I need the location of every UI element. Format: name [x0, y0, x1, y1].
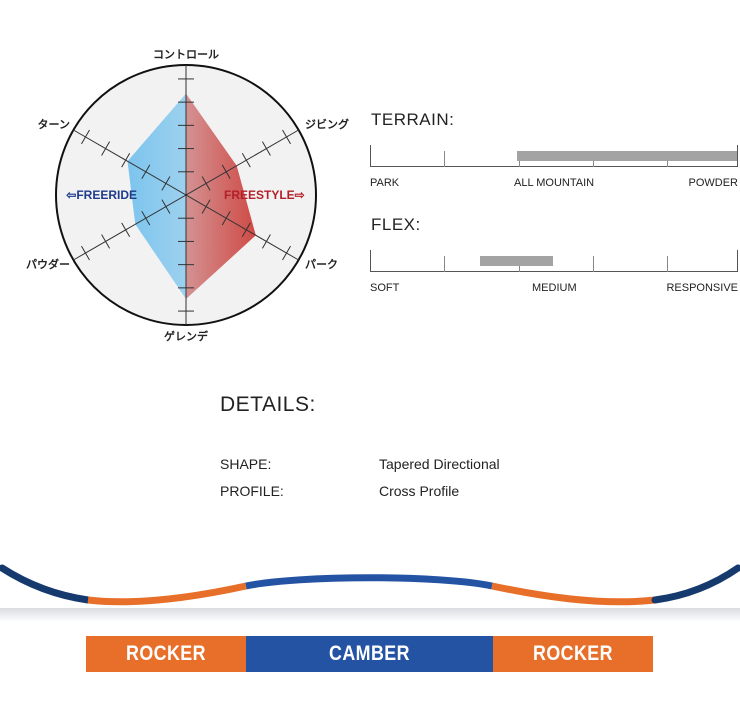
- detail-profile-value: Cross Profile: [379, 483, 460, 499]
- freeride-label: ⇦FREERIDE: [65, 188, 137, 202]
- terrain-tick: [737, 145, 738, 167]
- profile-segment-rocker-left: ROCKER: [86, 636, 246, 672]
- axis-label-lower-right: パーク: [305, 258, 338, 271]
- terrain-label-all-mountain: ALL MOUNTAIN: [514, 177, 595, 189]
- profile-label-rocker-right: ROCKER: [533, 642, 613, 665]
- terrain-tick: [444, 151, 445, 167]
- ability-radar-chart: コントロール ジビング パーク ゲレンデ パウダー ターン ⇦FREERIDE …: [26, 48, 349, 343]
- radar-tick: [282, 245, 291, 261]
- profile-label-camber: CAMBER: [329, 642, 410, 665]
- axis-label-upper-right: ジビング: [305, 117, 349, 131]
- flex-title: FLEX:: [371, 215, 421, 234]
- radar-tick: [161, 199, 171, 214]
- terrain-label-park: PARK: [370, 177, 400, 189]
- flex-scale: [370, 250, 738, 272]
- detail-shape-key: SHAPE:: [220, 456, 272, 472]
- flex-label-responsive: RESPONSIVE: [666, 282, 738, 294]
- radar-tick: [201, 199, 211, 214]
- terrain-scale: [370, 145, 738, 167]
- radar-tick: [282, 129, 291, 145]
- radar-tick: [141, 211, 151, 226]
- radar-tick: [101, 141, 111, 156]
- profile-label-rocker-left: ROCKER: [126, 642, 206, 665]
- axis-label-top: コントロール: [153, 48, 219, 61]
- radar-tick: [81, 129, 90, 145]
- radar-tick: [161, 176, 171, 191]
- axis-label-bottom: ゲレンデ: [164, 329, 209, 343]
- radar-axis-line: [73, 129, 299, 261]
- board-profile-illustration: [0, 564, 740, 622]
- axis-label-lower-left: パウダー: [26, 257, 70, 271]
- radar-tick: [81, 245, 90, 261]
- flex-tick: [667, 256, 668, 272]
- terrain-range-bar: [516, 151, 737, 161]
- board-rocker-left: [87, 582, 247, 606]
- flex-tick: [370, 250, 371, 272]
- radar-tick: [261, 141, 271, 156]
- detail-profile-key: PROFILE:: [220, 483, 284, 499]
- profile-segment-rocker-right: ROCKER: [493, 636, 653, 672]
- radar-area-freestyle: [186, 93, 256, 299]
- flex-label-soft: SOFT: [370, 282, 400, 294]
- board-rocker-right: [491, 582, 656, 606]
- terrain-title: TERRAIN:: [371, 110, 455, 129]
- board-ground-shadow: [0, 608, 740, 622]
- flex-tick: [444, 256, 445, 272]
- radar-tick: [101, 234, 111, 249]
- detail-shape-value: Tapered Directional: [379, 456, 500, 472]
- radar-area-freeride: [127, 93, 186, 299]
- profile-segment-camber: CAMBER: [246, 636, 493, 672]
- flex-range-bar: [480, 256, 554, 266]
- axis-label-upper-left: ターン: [38, 118, 70, 131]
- board-tip-left: [0, 564, 92, 604]
- flex-tick: [593, 256, 594, 272]
- radar-tick: [241, 222, 251, 237]
- terrain-tick: [370, 145, 371, 167]
- board-camber: [245, 574, 493, 590]
- radar-tick: [221, 164, 231, 179]
- board-tip-right: [651, 564, 740, 604]
- freestyle-label: FREESTYLE⇨: [224, 188, 305, 202]
- flex-baseline: [370, 271, 738, 272]
- radar-tick: [121, 222, 131, 237]
- details-title: DETAILS:: [220, 393, 316, 416]
- flex-tick: [737, 250, 738, 272]
- radar-tick: [201, 176, 211, 191]
- radar-tick: [241, 153, 251, 168]
- flex-label-medium: MEDIUM: [532, 282, 577, 294]
- terrain-baseline: [370, 166, 738, 167]
- radar-tick: [121, 153, 131, 168]
- radar-tick: [141, 164, 151, 179]
- radar-tick: [261, 234, 271, 249]
- terrain-label-powder: POWDER: [688, 177, 739, 189]
- radar-tick: [221, 211, 231, 226]
